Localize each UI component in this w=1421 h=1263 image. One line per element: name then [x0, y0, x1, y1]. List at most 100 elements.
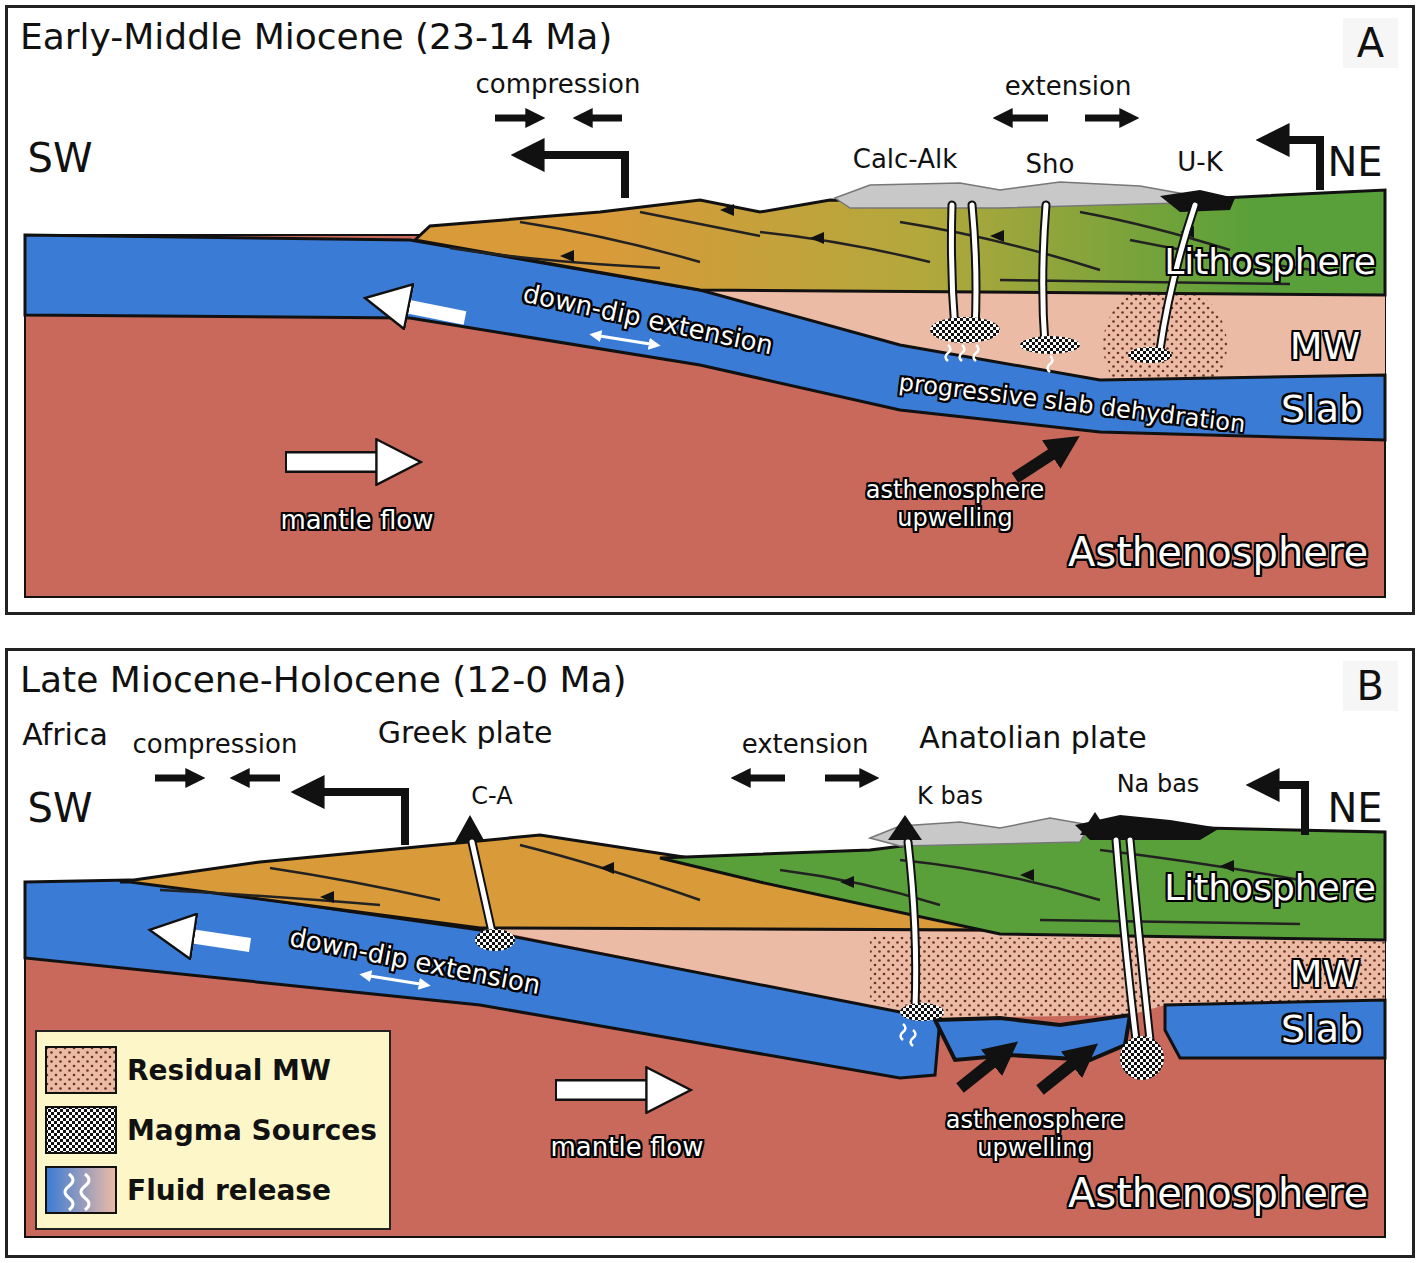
panel-a-section-g-path	[990, 230, 1004, 242]
panel-b-section-line	[960, 1060, 995, 1088]
section-label: Africa	[22, 718, 108, 753]
panel-b-section-g-path	[908, 842, 916, 1008]
panel-b-section-g-polygon	[888, 815, 922, 840]
panel-b-section-polygon	[935, 1015, 1130, 1060]
panel-a-section-line	[405, 306, 465, 318]
panel-b-section-ellipse	[475, 929, 515, 951]
panel-b-section-g-polygon	[1138, 818, 1162, 835]
panel-b-section-g-path	[160, 890, 380, 905]
section-label: Asthenosphere	[1068, 1170, 1368, 1216]
section-label: K bas	[917, 783, 983, 811]
panel-a-section-g-path	[972, 205, 976, 330]
legend-swatch	[45, 1166, 117, 1214]
panel-b-section-circle	[1120, 1036, 1164, 1080]
panel-b-section-g-path	[900, 860, 1100, 900]
panel-b-section-g-path	[472, 842, 492, 932]
panel-a-section-polygon	[835, 182, 1190, 208]
section-label: mantle flow	[551, 1133, 704, 1163]
section-label: NE	[1327, 785, 1382, 831]
panel-letter: A	[1343, 18, 1398, 68]
panel-b-section-g-path	[1040, 920, 1300, 924]
section-label: asthenosphere upwelling	[930, 1107, 1140, 1162]
panel-a-section	[25, 118, 1385, 597]
legend-row: Magma Sources	[45, 1100, 377, 1160]
panel-a-section-g-path	[960, 345, 965, 361]
panel-b-section-g-path	[1130, 840, 1150, 1040]
section-label: MW	[1290, 953, 1360, 997]
legend-text: Residual MW	[127, 1054, 331, 1087]
section-label: Slab	[1281, 1008, 1363, 1052]
panel-b-section-line	[825, 775, 862, 782]
legend-swatch-part	[81, 1174, 89, 1210]
section-label: Calc-Alk	[853, 145, 957, 175]
panel-b-section-g	[320, 860, 1234, 903]
panel-a-section-g-path	[450, 248, 660, 268]
panel-b-section-g-polygon	[1080, 812, 1110, 835]
panel-a-section-g-path	[760, 232, 930, 262]
panel-a-section-line	[495, 115, 528, 122]
section-label: Greek plate	[378, 716, 553, 751]
section-label: Sho	[1026, 150, 1075, 180]
section-label: U-K	[1177, 148, 1222, 178]
panel-a-section-g-path	[900, 222, 1100, 270]
panel-b-section-line	[155, 775, 188, 782]
panel-a-section-g-path	[974, 345, 979, 361]
panel-a-section-g	[946, 345, 1053, 372]
legend-swatch-part	[46, 1107, 116, 1153]
section-label: SW	[28, 785, 93, 831]
panel-a-section-polyline	[1285, 140, 1320, 190]
panel-b-section-g	[901, 1024, 916, 1046]
legend-text: Fluid release	[127, 1174, 331, 1207]
panel-b-section-polyline	[320, 792, 405, 845]
legend-swatch	[45, 1046, 117, 1094]
legend-row: Fluid release	[45, 1160, 377, 1220]
panel-a-section-line	[1010, 115, 1048, 122]
section-label: extension	[742, 730, 869, 760]
panel-a-section-g-path	[520, 222, 700, 262]
panel-b-section-line	[190, 936, 250, 945]
panel-b-section-line	[247, 775, 280, 782]
section-label: NE	[1327, 139, 1382, 185]
panel-b-section-g-path	[520, 845, 700, 900]
panel-b-section-g-path	[911, 1030, 916, 1046]
panel-a-section-polyline	[540, 155, 625, 198]
panel-b-section-ellipse	[900, 1003, 944, 1021]
section-label: Anatolian plate	[919, 721, 1147, 756]
section-label: Lithosphere	[1164, 241, 1376, 282]
panel-letter: B	[1343, 661, 1398, 711]
panel-a-section-g-path	[1048, 356, 1053, 372]
section-label: asthenosphere upwelling	[850, 477, 1060, 532]
section-label: Slab	[1281, 388, 1363, 432]
legend-text: Magma Sources	[127, 1114, 377, 1147]
panel-a-section-line	[600, 336, 650, 344]
panel-title: Early-Middle Miocene (23-14 Ma)	[20, 16, 612, 57]
panel-a-section-ellipse	[930, 317, 1000, 343]
legend-swatch	[45, 1106, 117, 1154]
section-label: MW	[1290, 325, 1360, 369]
panel-a-section-ellipse	[1020, 336, 1080, 354]
panel-b-section-line	[370, 976, 420, 984]
panel-b-section-g-path	[908, 842, 916, 1008]
section-label: compression	[133, 730, 298, 760]
panel-b-section-line	[557, 1082, 650, 1099]
panel-b-section-g	[472, 840, 1150, 1040]
panel-a-section-g-path	[951, 205, 955, 330]
panel-b-section-g-path	[600, 862, 614, 874]
panel-a-section-line	[287, 454, 380, 471]
panel-b-section-g-path	[840, 876, 854, 888]
panel-a-section-line	[590, 115, 622, 122]
panel-b-section-g	[455, 812, 1162, 842]
section-label: Na bas	[1117, 771, 1200, 799]
legend-row: Residual MW	[45, 1040, 377, 1100]
panel-b-section-g-path	[901, 1024, 906, 1040]
panel-a-section-g-path	[946, 345, 951, 361]
panel-a-section-g-path	[640, 212, 760, 236]
panel-b-section-g-polygon	[455, 815, 485, 842]
section-label: C-A	[471, 783, 512, 811]
panel-b-section-line	[748, 775, 785, 782]
legend-swatch-part	[46, 1167, 116, 1213]
legend-box: Residual MW Magma SourcesFluid release	[35, 1030, 391, 1230]
panel-b-section-g-path	[320, 891, 334, 903]
section-label: Asthenosphere	[1068, 529, 1368, 575]
